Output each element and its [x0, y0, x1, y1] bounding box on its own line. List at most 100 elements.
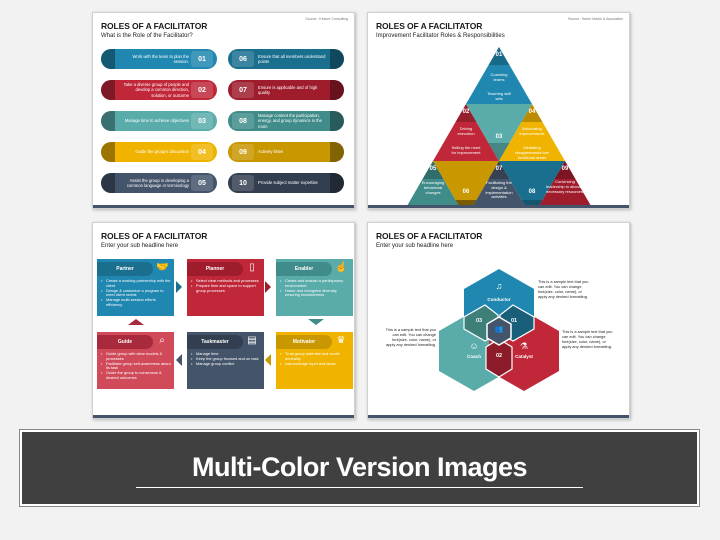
pill-cap	[101, 142, 115, 162]
pill-cap	[330, 49, 344, 69]
version-banner: Multi-Color Version Images	[19, 429, 700, 507]
bullet-item: Honor and recognize diversity, ensuring …	[280, 288, 350, 299]
arrow-left-icon	[176, 354, 182, 366]
pyramid-label: Mediating disagreements b/w functional a…	[515, 145, 549, 160]
role-number: 04	[191, 144, 213, 160]
bullet-item: Guide group with clear models & processe…	[101, 351, 171, 362]
slide-source: Source : Kintore Consulting	[305, 17, 348, 21]
pyramid-segment-03	[466, 104, 532, 161]
hex-label-coach: Coach	[466, 354, 482, 359]
pyramid-segment-06	[433, 161, 499, 208]
slide-subtitle: Enter your sub headline here	[101, 243, 179, 249]
slide-title: ROLES OF A FACILITATOR	[101, 21, 208, 31]
pyramid-segment-01	[466, 47, 532, 104]
bullet-item: Create a working partnership with the cl…	[101, 278, 171, 289]
pyramid-number-cap	[488, 47, 510, 65]
bullet-item: Design & customize a program to meet cli…	[101, 288, 171, 299]
pyramid-number-cap	[488, 143, 510, 161]
pyramid-number-cap	[455, 200, 477, 208]
pyramid-number: 06	[462, 189, 470, 195]
pill-cap	[101, 80, 115, 100]
motivator-podium-icon: ♛	[336, 335, 346, 346]
slide-title: ROLES OF A FACILITATOR	[376, 231, 483, 241]
sample-text-left: This is a sample text that you can edit.…	[385, 327, 436, 347]
role-text: Take a diverse group of people and devel…	[123, 82, 189, 98]
role-number: 03	[191, 113, 213, 129]
hand-pointer-icon: ☝	[335, 262, 348, 273]
banner-underline	[136, 487, 583, 488]
pill-cap	[101, 49, 115, 69]
role-card-motivator: Motivator ♛ Trust group potential and mode…	[276, 332, 353, 389]
role-card-planner: Planner▯Select clear methods and process…	[187, 259, 264, 316]
pyramid-number: 02	[462, 109, 470, 115]
arrow-down-icon	[308, 319, 324, 325]
sample-text-top-right: This is a sample text that you can edit.…	[538, 279, 589, 299]
role-card-title: Enabler	[276, 262, 332, 276]
role-item-07: Ensure is applicable and of high quality…	[228, 80, 344, 100]
role-text: Actively listen	[258, 149, 284, 155]
bullet-item: Create and sustain a participatory envir…	[280, 278, 350, 289]
pill-cap	[330, 142, 344, 162]
bullet-item: Guide the group to consensus & desired o…	[101, 370, 171, 381]
slide-subtitle: Enter your sub headline here	[376, 243, 454, 249]
role-card-title: Taskmaster	[187, 335, 243, 349]
pill-cap	[330, 80, 344, 100]
role-text: Assist the group in developing a common …	[126, 177, 189, 188]
slide-1-roles-list[interactable]: ROLES OF A FACILITATOR What is the Role …	[92, 12, 355, 209]
catalyst-icon: ⚗	[519, 341, 529, 351]
slide-source: Source : Karen Martin & Associates	[567, 17, 623, 21]
guide-search-icon: ⌕	[159, 335, 165, 346]
pyramid-number: 08	[528, 189, 536, 195]
bullet-item: Acknowledge input and ideas	[280, 361, 350, 367]
role-card-title: Guide	[97, 335, 153, 349]
role-text: Ensure is applicable and of high quality	[258, 84, 318, 95]
role-text: Manage time to achieve objectives	[124, 118, 189, 124]
role-number: 02	[191, 82, 213, 98]
bullet-item: Select clear methods and processes	[191, 278, 261, 284]
bullet-item: Prepare time and space to support group …	[191, 283, 261, 294]
pyramid-segment-02	[433, 104, 499, 161]
hex-label-catalyst: Catalyst	[515, 354, 533, 359]
hexagon-diagram	[439, 269, 559, 391]
role-text: Manage content the participation, energy…	[258, 113, 322, 129]
role-number: 05	[191, 175, 213, 191]
pyramid-number: 07	[495, 166, 503, 172]
pyramid-label: Convincing leadership to allocate necess…	[546, 179, 585, 194]
pyramid-number-cap	[455, 104, 477, 122]
role-item-02: Take a diverse group of people and devel…	[101, 80, 217, 100]
pyramid-number: 01	[495, 52, 503, 58]
arrow-up-icon	[128, 319, 144, 325]
overlap-number-02: 02	[495, 353, 503, 359]
role-card-taskmaster: Taskmaster▤Manage timeKeep the group foc…	[187, 332, 264, 389]
taskmaster-board-icon: ▤	[247, 335, 257, 346]
pyramid-number: 09	[561, 166, 569, 172]
slide-2-pyramid[interactable]: ROLES OF A FACILITATOR Improvement Facil…	[367, 12, 630, 209]
role-card-guide: Guide ⌕ Guide group with clear models & pr…	[97, 332, 174, 389]
role-card-enabler: Enabler☝ Create and sustain a participato…	[276, 259, 353, 316]
role-number: 10	[232, 175, 254, 191]
overlap-number-03: 03	[475, 318, 483, 324]
role-card-bullets: Create a working partnership with the cl…	[101, 278, 171, 308]
pyramid-number: 05	[429, 166, 437, 172]
pyramid-number-cap	[422, 161, 444, 179]
slide-3-role-cards[interactable]: ROLES OF A FACILITATOR Enter your sub he…	[92, 222, 355, 419]
role-number: 09	[232, 144, 254, 160]
role-number: 08	[232, 113, 254, 129]
pill-cap	[330, 111, 344, 131]
pyramid-segment-07	[471, 161, 527, 208]
arrow-right-icon	[176, 281, 182, 293]
pyramid-number-cap	[521, 104, 543, 122]
pyramid-segment-05	[405, 161, 461, 208]
slide-title: ROLES OF A FACILITATOR	[376, 21, 483, 31]
arrow-right-icon	[265, 281, 271, 293]
slide-4-hexagons[interactable]: ROLES OF A FACILITATOR Enter your sub he…	[367, 222, 630, 419]
role-item-08: Manage content the participation, energy…	[228, 111, 344, 131]
overlap-number-01: 01	[510, 318, 518, 324]
bullet-item: Trust group potential and model neutrali…	[280, 351, 350, 362]
role-card-title: Motivator	[276, 335, 332, 349]
pyramid-label: Coaching teams	[490, 72, 508, 82]
coach-icon: ☺	[469, 341, 479, 351]
slide-subtitle: Improvement Facilitator Roles & Responsi…	[376, 33, 505, 39]
pyramid-number: 03	[495, 134, 503, 140]
